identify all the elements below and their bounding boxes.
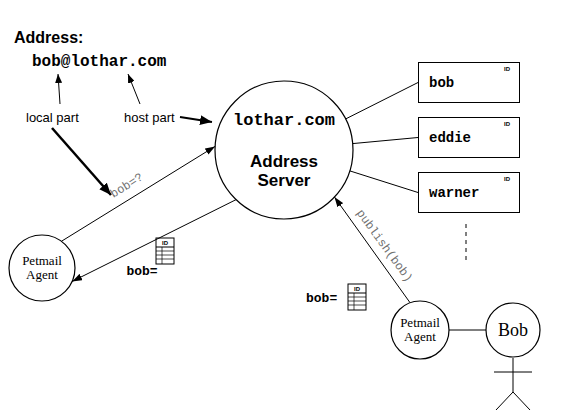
node-text: eddie (429, 130, 471, 146)
connector (346, 83, 418, 119)
card-label: ID (162, 240, 168, 246)
node-text: lothar.com (233, 111, 335, 130)
node-text: Address Server (234, 152, 334, 190)
node-text: warner (429, 185, 479, 201)
stick-figure (494, 358, 532, 410)
part-label: local part (26, 110, 79, 125)
id-card-icon (348, 284, 366, 310)
connector (334, 197, 410, 303)
id-card-icon (156, 238, 174, 264)
connector (61, 146, 215, 241)
user-circle: Bob (485, 302, 541, 358)
leader-arrow (52, 128, 111, 195)
node-text: Petmail Agent (16, 254, 68, 282)
record-label: bob= (306, 291, 337, 306)
continuation-dash (466, 224, 467, 264)
agent-circle: Petmail Agent (8, 234, 76, 302)
card-label: ID (504, 176, 510, 182)
circle-outline (214, 80, 354, 220)
leader-arrow (58, 74, 60, 104)
leader-arrow (180, 117, 212, 122)
agent-circle: Petmail Agent (390, 300, 450, 360)
diagram-title: Address: (14, 29, 83, 47)
leader-arrow (128, 74, 140, 104)
connector (72, 200, 236, 282)
card-label: ID (504, 121, 510, 127)
part-label: host part (124, 110, 175, 125)
edge-label: bob=? (108, 171, 146, 202)
node-text: Petmail Agent (394, 316, 446, 344)
connector (350, 171, 418, 193)
edge-label: publish(bob) (353, 207, 415, 285)
address-text: bob@lothar.com (32, 53, 166, 71)
connector (353, 138, 418, 144)
card-label: ID (504, 66, 510, 72)
node-text: bob (429, 75, 454, 91)
connector (449, 330, 486, 331)
card-label: ID (354, 286, 360, 292)
node-text: Bob (498, 320, 528, 341)
server-circle: lothar.comAddress Server (214, 80, 354, 220)
edge-label: bob= (126, 264, 157, 279)
